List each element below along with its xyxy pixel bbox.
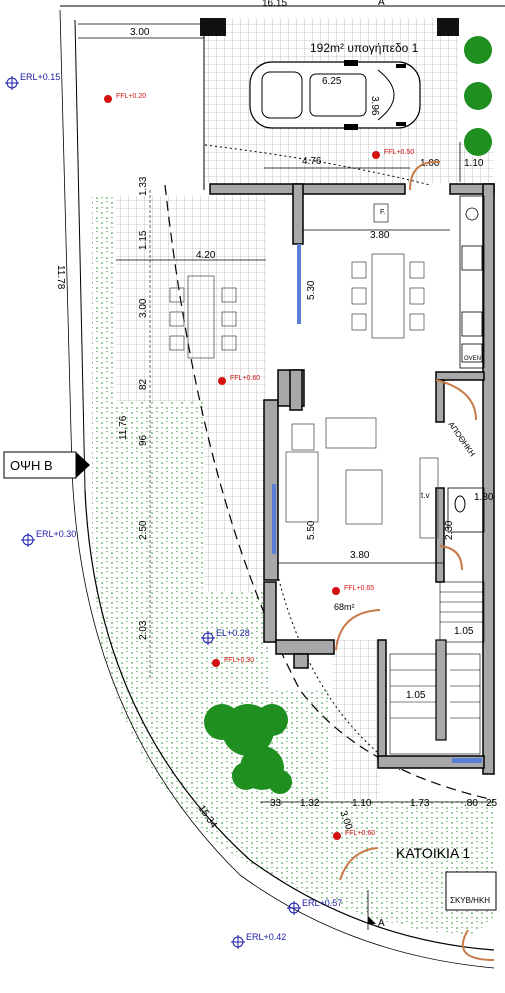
dim-11-78: 11.78 — [55, 265, 66, 290]
dim-1-05-a: 1.05 — [454, 626, 474, 637]
bins-label: ΣΚΥΒ/ΗΚΗ — [450, 896, 490, 905]
dim-b-1-73: 1.73 — [410, 798, 430, 809]
dim-2-30: 2.30 — [444, 520, 455, 540]
ffl-060-b: FFL+0.60 — [345, 830, 375, 837]
terrace-table-icon — [169, 275, 237, 359]
dim-b-80: .80 — [464, 798, 478, 809]
window-2 — [272, 484, 276, 554]
tree-icons — [204, 704, 292, 794]
dim-b-33: 33 — [270, 798, 282, 809]
dim-5-50: 5.50 — [306, 520, 317, 540]
dim-82: 82 — [138, 378, 149, 390]
erl-057: ERL+0.57 — [302, 898, 342, 908]
top-dim: 16.15 — [262, 0, 287, 9]
ffl-065: FFL+0.65 — [344, 585, 374, 592]
dim-b-1-10: 1.10 — [352, 798, 372, 809]
car-icon — [249, 60, 421, 130]
dim-3-80-a: 3.80 — [370, 230, 390, 241]
dim-4-20: 4.20 — [196, 250, 216, 261]
dashed-boundary — [164, 184, 495, 801]
dim-1-80: 1.80 — [474, 492, 494, 503]
dim-11-76: 11.76 — [118, 415, 129, 440]
dim-96: 96 — [138, 434, 149, 446]
plot-title: 192m² υπογήπεδο 1 — [310, 41, 419, 55]
column-top-right — [437, 18, 459, 36]
garden-grass — [92, 196, 494, 935]
sofa-icon — [285, 417, 439, 539]
dotted-line — [204, 144, 431, 186]
view-label: ΟΨΗ Β — [10, 458, 53, 473]
dim-3-80-b: 3.80 — [350, 550, 370, 561]
ffl-060-a: FFL+0.60 — [230, 375, 260, 382]
house-label: ΚΑΤΟΙΚΙΑ 1 — [396, 845, 470, 861]
dim-1-00: 1.00 — [420, 158, 440, 169]
dim-b-25: 25 — [486, 798, 498, 809]
dim-1-33: 1.33 — [138, 176, 149, 196]
erl-030: ERL+0.30 — [36, 529, 76, 539]
shrub-icons — [464, 36, 492, 156]
dim-2-03: 2.03 — [138, 620, 149, 640]
tv-label: t.v — [421, 491, 429, 500]
staircase — [389, 581, 485, 755]
terrace-paving — [116, 196, 266, 402]
side-paving — [205, 402, 270, 592]
window-3 — [452, 758, 482, 763]
entry-paving — [204, 143, 494, 183]
erl-015: ERL+0.15 — [20, 72, 60, 82]
level-symbols — [5, 76, 301, 949]
section-marker-bottom: A — [378, 918, 385, 929]
door-arcs — [335, 160, 495, 961]
bathroom — [447, 487, 485, 533]
erl-042: ERL+0.42 — [246, 932, 286, 942]
view-arrow-icon — [76, 452, 90, 478]
dim-b-1-32: 1.32 — [300, 798, 320, 809]
storage-label: ΑΠΟΘΗΚΗ — [446, 420, 477, 458]
dining-table-icon — [351, 253, 425, 339]
section-marker-top: A — [378, 0, 385, 8]
bin-enclosure — [445, 871, 497, 911]
dim-1-15: 1.15 — [138, 230, 149, 250]
section-arrow-bottom — [368, 916, 376, 924]
car-height: 3.96 — [369, 96, 380, 116]
view-label-box — [3, 451, 77, 479]
ffl-050: FFL+0.50 — [384, 149, 414, 156]
dim-1-05-b: 1.05 — [406, 690, 426, 701]
ffl-020: FFL+0.20 — [116, 93, 146, 100]
fridge-label: F. — [380, 209, 386, 216]
left-boundary — [74, 19, 86, 491]
dim-4-76: 4.76 — [302, 156, 322, 167]
car-width: 6.25 — [322, 76, 342, 87]
path-paving — [332, 640, 380, 800]
area-68-label: 68m² — [334, 602, 355, 612]
ffl-030: FFL+0.30 — [224, 657, 254, 664]
oven-label: OVEN — [464, 356, 481, 362]
dim-5-30: 5.30 — [306, 280, 317, 300]
dim-3-00-left: 3.00 — [138, 298, 149, 318]
el-028: EL+0.28 — [216, 628, 250, 638]
dim-2-50: 2.50 — [138, 520, 149, 540]
kitchen-counter — [459, 195, 485, 369]
ffl-symbols — [104, 95, 380, 840]
curved-boundary — [84, 489, 495, 951]
dim-1-10: 1.10 — [464, 158, 484, 169]
window-1 — [297, 244, 301, 324]
column-top-left — [200, 18, 226, 36]
dim-3-00-top: 3.00 — [130, 27, 150, 38]
